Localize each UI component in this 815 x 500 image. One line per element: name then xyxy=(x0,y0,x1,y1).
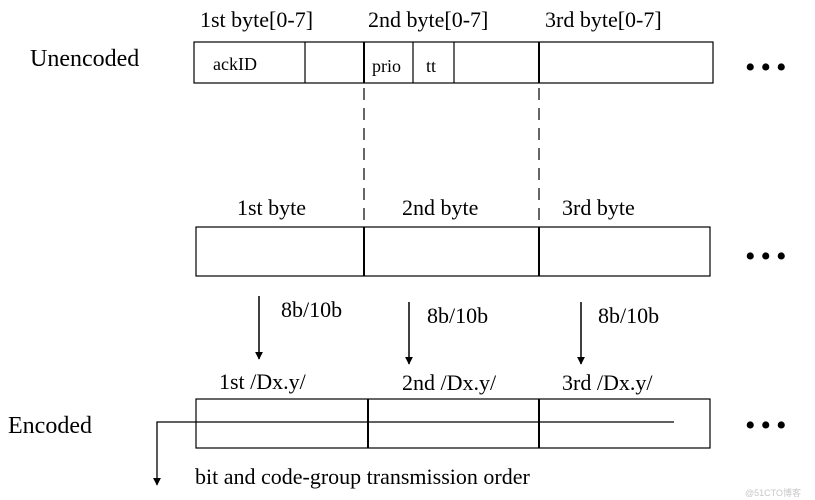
field-prio: prio xyxy=(372,56,401,76)
encoding-label-1: 8b/10b xyxy=(281,297,343,322)
encoded-header-2: 2nd /Dx.y/ xyxy=(402,370,497,395)
byte-header-2: 2nd byte xyxy=(402,195,479,220)
ellipsis-row-3: ••• xyxy=(745,409,792,442)
unencoded-header-byte-2: 2nd byte[0-7] xyxy=(368,7,489,32)
ellipsis-row-2: ••• xyxy=(745,240,792,273)
encoded-header-3: 3rd /Dx.y/ xyxy=(562,370,653,395)
unencoded-byte-row xyxy=(193,41,714,84)
byte-header-1: 1st byte xyxy=(237,195,307,220)
field-tt: tt xyxy=(426,56,437,76)
field-ackid: ackID xyxy=(213,54,257,74)
encoded-header-1: 1st /Dx.y/ xyxy=(219,369,306,394)
watermark: @51CTO博客 xyxy=(745,488,801,498)
encoded-row-label: Encoded xyxy=(8,413,92,439)
ellipsis-row-1: ••• xyxy=(745,51,792,84)
encoded-code-group-row xyxy=(195,398,711,449)
encoding-arrows xyxy=(255,296,585,365)
unencoded-header-byte-3: 3rd byte[0-7] xyxy=(545,7,662,32)
encoding-label-3: 8b/10b xyxy=(598,303,660,328)
byte-row xyxy=(195,226,711,277)
transmission-order-caption: bit and code-group transmission order xyxy=(195,464,530,489)
byte-boundary-guides xyxy=(363,88,540,222)
transmission-order-arrow xyxy=(153,421,674,486)
unencoded-row-label: Unencoded xyxy=(30,46,140,72)
byte-header-3: 3rd byte xyxy=(562,195,635,220)
encoding-label-2: 8b/10b xyxy=(427,303,489,328)
unencoded-header-byte-1: 1st byte[0-7] xyxy=(200,7,314,32)
